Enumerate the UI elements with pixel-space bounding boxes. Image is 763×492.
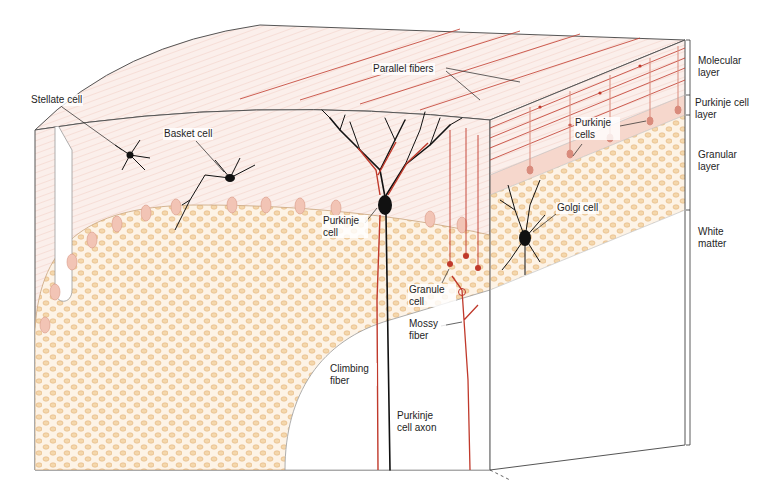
structure-label: Granule cell xyxy=(408,284,456,307)
layer-boundaries xyxy=(490,95,685,290)
structure-label: Purkinje cell xyxy=(322,215,368,238)
structure-label: Basket cell xyxy=(163,128,213,140)
basket-cell xyxy=(175,158,255,230)
right-face-outline xyxy=(490,40,685,470)
stellate-soma xyxy=(127,152,134,159)
structure-label: Purkinje cell layer xyxy=(694,97,758,120)
purkinje-soma xyxy=(378,195,392,215)
right-white-matter xyxy=(490,210,685,470)
structure-label: Purkinje cells xyxy=(574,117,620,140)
granule-somas xyxy=(447,253,481,271)
mossy-rosette xyxy=(459,289,466,296)
parallel-fibers xyxy=(240,29,685,160)
granule-cells xyxy=(450,128,478,266)
structure-label: Purkinje cell axon xyxy=(396,410,448,433)
golgi-soma xyxy=(519,230,531,246)
structure-label: Granular layer xyxy=(697,149,749,172)
structure-label: Climbing fiber xyxy=(329,363,377,386)
stellate-cell xyxy=(115,140,150,170)
structure-label: Golgi cell xyxy=(556,202,599,214)
purkinje-cells-right xyxy=(527,46,681,174)
front-face xyxy=(35,110,490,470)
structure-label: Parallel fibers xyxy=(372,63,435,75)
purkinje-layer-bodies xyxy=(40,197,467,333)
structure-label: Mossy fiber xyxy=(408,318,446,341)
structure-label: Molecular layer xyxy=(697,55,754,78)
basket-soma xyxy=(225,174,235,182)
structure-label: Stellate cell xyxy=(30,94,83,106)
sulcus xyxy=(55,120,72,301)
structure-label: White matter xyxy=(697,226,741,249)
layer-bracket xyxy=(686,40,690,445)
purkinje-cell xyxy=(322,110,462,470)
leader-lines xyxy=(62,68,646,480)
granular-region xyxy=(35,205,490,470)
